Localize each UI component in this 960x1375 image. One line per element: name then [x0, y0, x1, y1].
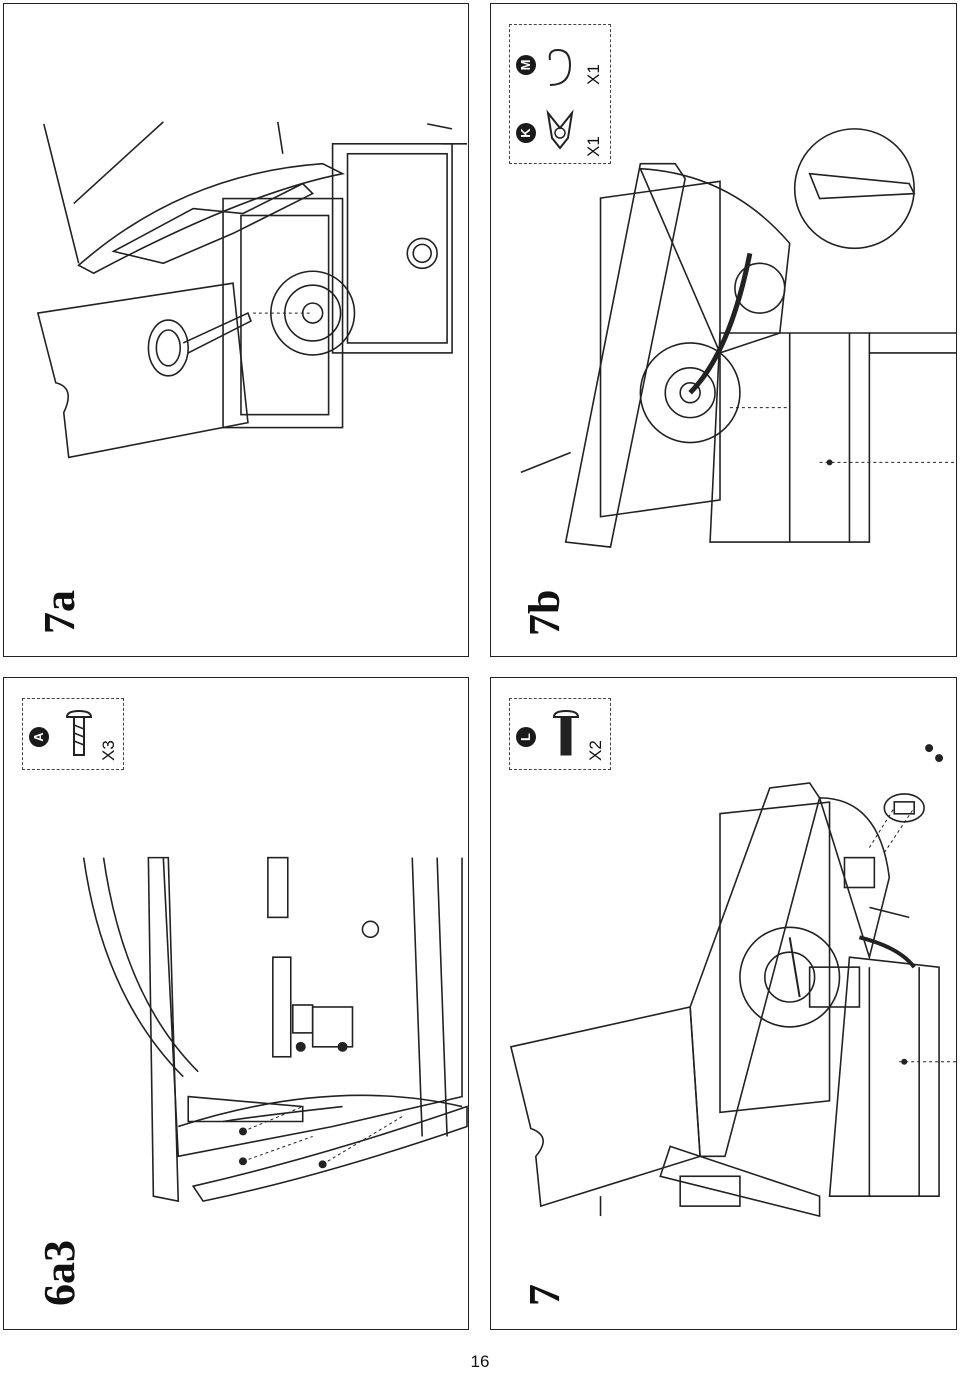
step-panel-7b: M X1 K X1 7b	[490, 3, 957, 657]
screw-icon	[65, 709, 93, 756]
parts-box: M X1 K X1	[509, 24, 611, 164]
wing-nut-icon	[546, 109, 574, 150]
step-panel-7a: 7a	[3, 3, 469, 657]
part-letter-badge: K	[516, 123, 536, 143]
step-label: 7	[520, 1284, 569, 1306]
step-label: 7b	[520, 589, 569, 636]
parts-box: L X2	[509, 698, 611, 770]
part-quantity: X1	[584, 136, 603, 157]
assembly-illustration-6a3	[82, 856, 468, 1203]
step-panel-6a3: A X3 6a3	[3, 677, 469, 1330]
step-panel-7: L X2 7	[490, 677, 957, 1330]
assembly-illustration-7a	[36, 121, 468, 459]
step-label: 6a3	[35, 1240, 84, 1306]
step-label: 7a	[35, 590, 84, 634]
assembly-illustration-7	[509, 744, 956, 1218]
part-letter-badge: A	[29, 727, 49, 747]
page-number: 16	[470, 1352, 490, 1371]
hook-icon	[548, 48, 572, 86]
part-quantity: X1	[584, 64, 603, 85]
parts-box: A X3	[22, 698, 124, 770]
assembly-illustration-7b	[520, 128, 956, 548]
part-quantity: X2	[586, 740, 605, 761]
part-letter-badge: L	[516, 727, 536, 747]
bolt-icon	[552, 709, 580, 756]
part-letter-badge: M	[516, 55, 536, 75]
part-quantity: X3	[99, 740, 118, 761]
